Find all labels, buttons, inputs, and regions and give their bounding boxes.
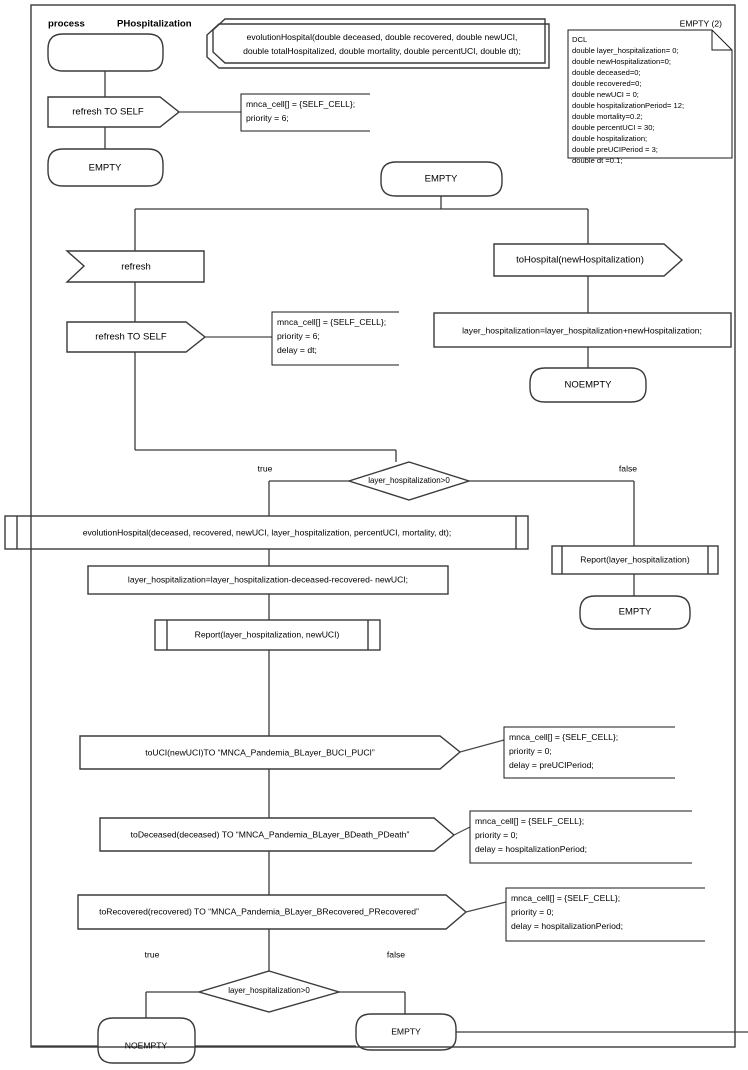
decision-1-condition-label: layer_hospitalization>0 (368, 476, 450, 485)
dcl-line-4: double newUCI = 0; (572, 90, 639, 99)
note-refresh-self-line-3: delay = dt; (277, 345, 317, 355)
note-uci-line-2: priority = 0; (509, 746, 552, 756)
task-subtract-label: layer_hospitalization=layer_hospitalizat… (128, 574, 408, 584)
start-state-oval[interactable] (47, 33, 164, 72)
note-deceased-line-2: priority = 0; (475, 830, 518, 840)
state-empty-main-label: EMPTY (425, 174, 458, 185)
note-refresh-self-line-1: mnca_cell[] = {SELF_CELL}; (277, 317, 386, 327)
connector-deceased-to-note (453, 826, 471, 836)
procedure-declaration-shape-front (206, 23, 550, 69)
dcl-line-8: double hospitalization; (572, 134, 647, 143)
send-to-recovered-label: toRecovered(recovered) TO “MNCA_Pandemia… (99, 906, 419, 916)
dcl-line-0: double layer_hospitalization= 0; (572, 46, 679, 55)
decision-layer-hospitalization-2[interactable] (196, 970, 342, 1013)
send-to-uci-label: toUCI(newUCI)TO “MNCA_Pandemia_BLayer_BU… (145, 747, 375, 757)
state-empty-false-branch[interactable] (579, 595, 691, 630)
dcl-line-6: double mortality=0.2; (572, 112, 643, 121)
call-report-false-label: Report(layer_hospitalization) (580, 554, 690, 564)
state-empty-bottom-label: EMPTY (391, 1026, 421, 1036)
note-top-line-1: mnca_cell[] = {SELF_CELL}; (246, 99, 355, 109)
note-recovered-line-1: mnca_cell[] = {SELF_CELL}; (511, 893, 620, 903)
input-to-hospital-label: toHospital(newHospitalization) (516, 255, 644, 266)
procedure-decl-line-1: evolutionHospital(double deceased, doubl… (247, 32, 518, 42)
page-frame (30, 4, 736, 1048)
task-subtract-hospitalization[interactable] (87, 565, 449, 595)
call-report-false-branch[interactable] (551, 545, 719, 575)
note-uci-line-3: delay = preUCIPeriod; (509, 760, 594, 770)
connector-recovered-to-note (465, 901, 507, 913)
dcl-line-7: double percentUCI = 30; (572, 123, 655, 132)
decision-1-true-label: true (258, 463, 273, 473)
note-deceased-line-3: delay = hospitalizationPeriod; (475, 844, 587, 854)
decision-2-condition-label: layer_hospitalization>0 (228, 986, 310, 995)
call-report-with-uci-label: Report(layer_hospitalization, newUCI) (195, 629, 340, 639)
call-evolution-hospital-label: evolutionHospital(deceased, recovered, n… (83, 527, 452, 537)
note-deceased-line-1: mnca_cell[] = {SELF_CELL}; (475, 816, 584, 826)
note-recovered-line-2: priority = 0; (511, 907, 554, 917)
dcl-line-3: double recovered=0; (572, 79, 641, 88)
task-add-hospitalization[interactable] (433, 312, 732, 348)
task-add-hospitalization-label: layer_hospitalization=layer_hospitalizat… (462, 325, 702, 335)
decision-2-true-label: true (145, 949, 160, 959)
send-refresh-to-self-main[interactable] (66, 321, 207, 353)
dcl-line-10: double dt =0.1; (572, 156, 622, 165)
send-to-deceased-label: toDeceased(deceased) TO “MNCA_Pandemia_B… (131, 829, 410, 839)
state-noempty-bottom-label: NOEMPTY (125, 1040, 168, 1050)
dcl-line-1: double newHospitalization=0; (572, 57, 671, 66)
dcl-note-shape (567, 29, 733, 159)
state-noempty-right-label: NOEMPTY (565, 380, 613, 391)
send-refresh-to-self-main-label: refresh TO SELF (95, 332, 167, 343)
state-empty-bottom[interactable] (355, 1013, 457, 1051)
note-box-to-recovered (505, 887, 705, 942)
dcl-header: DCL (572, 35, 587, 44)
note-box-to-uci (503, 726, 675, 779)
send-to-recovered[interactable] (77, 894, 468, 930)
note-refresh-self-line-2: priority = 6; (277, 331, 320, 341)
call-evolution-hospital[interactable] (4, 515, 529, 550)
page-label: EMPTY (2) (680, 18, 722, 28)
call-report-with-uci[interactable] (154, 619, 381, 651)
note-box-top (240, 93, 370, 132)
decision-2-false-label: false (387, 949, 405, 959)
state-empty-topleft-label: EMPTY (89, 163, 122, 174)
state-empty-topleft[interactable] (47, 148, 164, 187)
process-keyword-label: process (48, 19, 85, 30)
send-refresh-to-self-top-label: refresh TO SELF (72, 107, 144, 118)
procedure-decl-line-2: double totalHospitalized, double mortali… (243, 46, 521, 56)
state-noempty-right[interactable] (529, 367, 647, 403)
send-to-deceased[interactable] (99, 817, 456, 852)
dcl-note-fold (711, 30, 732, 51)
input-refresh-label: refresh (121, 262, 151, 273)
dcl-line-5: double hospitalizationPeriod= 12; (572, 101, 684, 110)
decision-layer-hospitalization-1[interactable] (346, 461, 472, 501)
note-uci-line-1: mnca_cell[] = {SELF_CELL}; (509, 732, 618, 742)
connector-uci-to-note (459, 739, 505, 753)
note-box-to-deceased (469, 810, 692, 864)
send-refresh-to-self-top[interactable] (47, 96, 181, 128)
dcl-line-9: double preUCIPeriod = 3; (572, 145, 658, 154)
state-empty-false-branch-label: EMPTY (619, 607, 652, 618)
dcl-line-2: double deceased=0; (572, 68, 641, 77)
note-recovered-line-3: delay = hospitalizationPeriod; (511, 921, 623, 931)
note-top-line-2: priority = 6; (246, 113, 289, 123)
input-to-hospital[interactable] (493, 243, 684, 277)
process-name-label: PHospitalization (117, 19, 192, 30)
note-box-refresh-self (271, 311, 399, 366)
send-to-uci[interactable] (79, 735, 462, 770)
state-empty-main[interactable] (380, 161, 503, 197)
state-noempty-bottom[interactable] (97, 1017, 196, 1064)
decision-1-false-label: false (619, 463, 637, 473)
